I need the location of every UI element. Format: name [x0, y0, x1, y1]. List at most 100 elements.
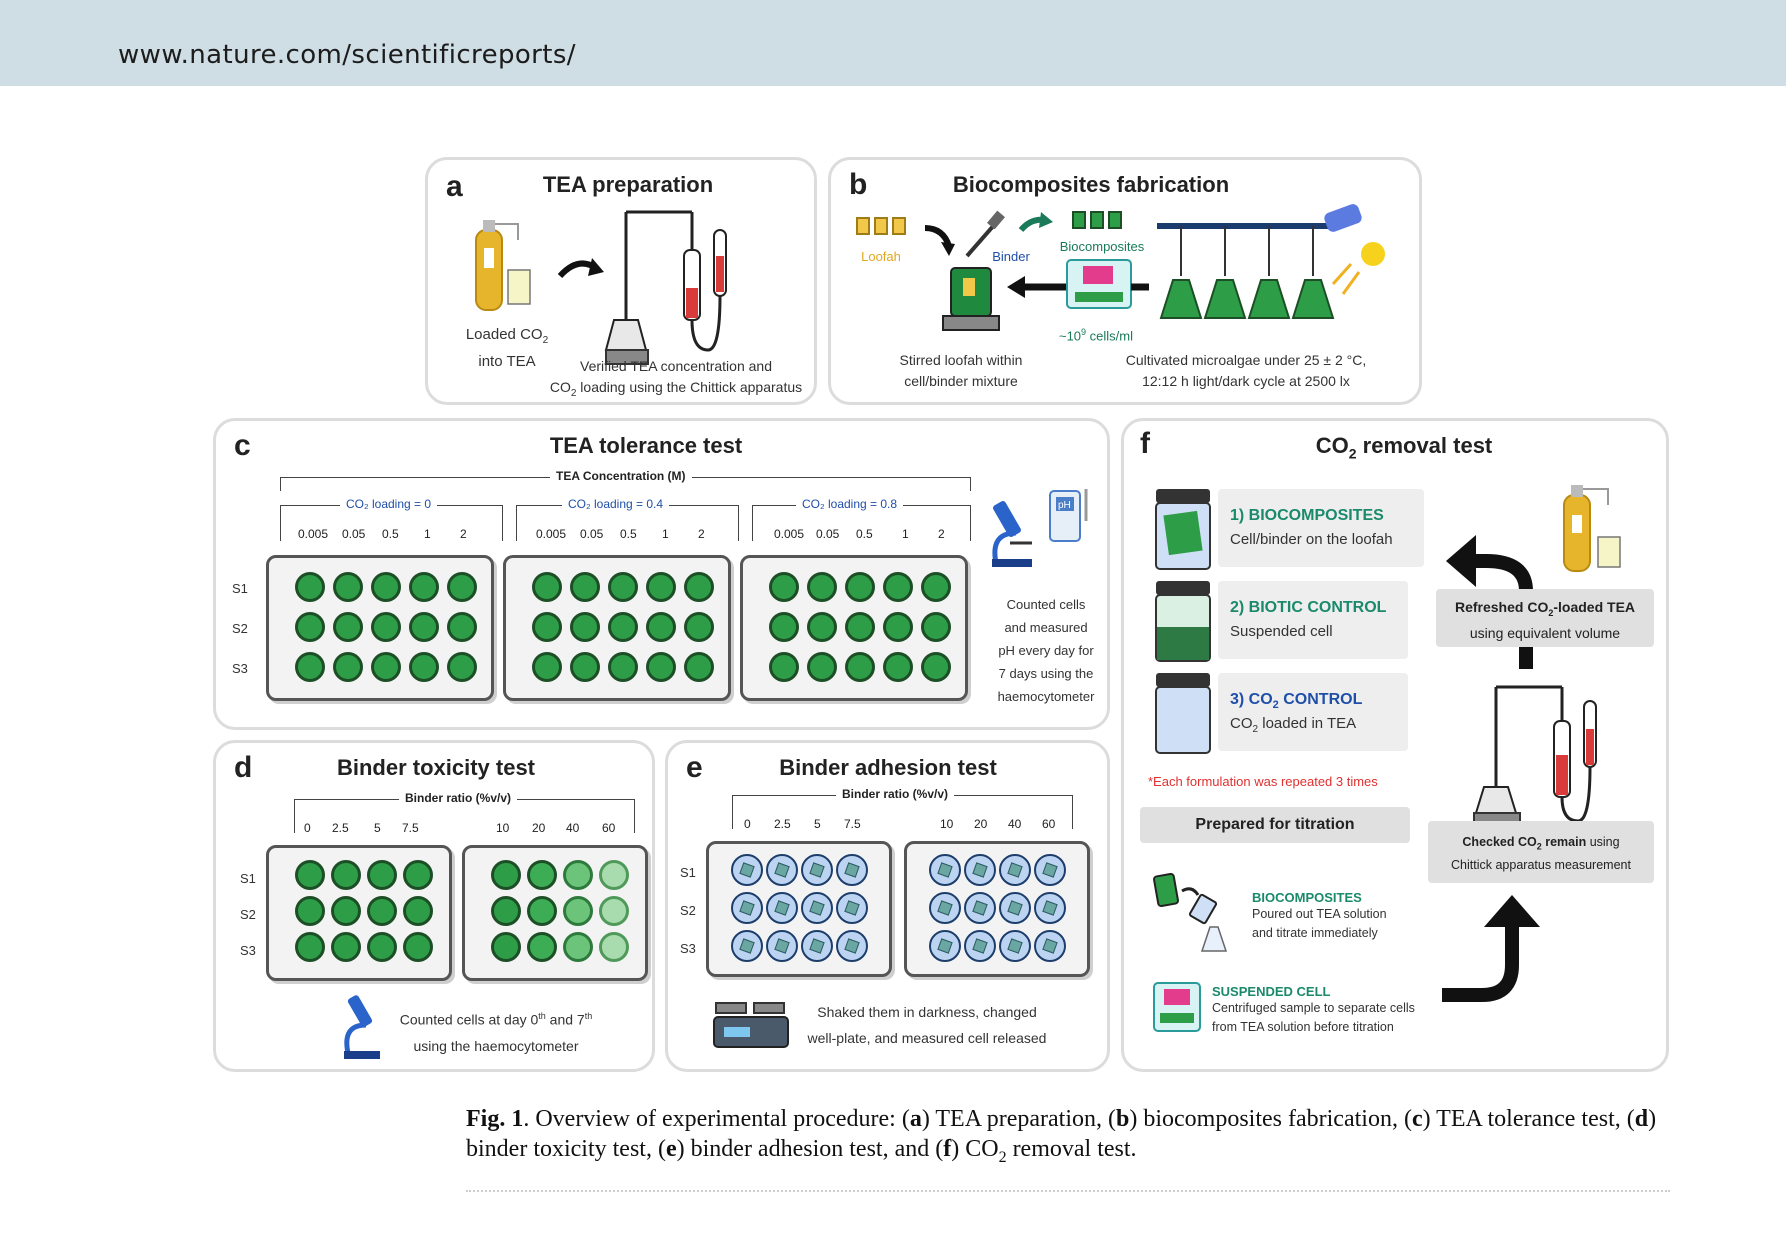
well	[295, 932, 325, 962]
gas-cylinder-icon	[475, 220, 519, 311]
well-plate	[462, 845, 648, 981]
well	[491, 896, 521, 926]
well	[883, 572, 913, 602]
panel-d-title: Binder toxicity test	[336, 755, 536, 780]
biotic-control-box: 2) BIOTIC CONTROL Suspended cell	[1218, 581, 1408, 659]
prepared-for-titration-label: Prepared for titration	[1140, 807, 1410, 843]
axis-tick	[970, 477, 971, 491]
well	[331, 860, 361, 890]
well	[333, 612, 363, 642]
tea-concentration-label: TEA Concentration (M)	[550, 469, 692, 483]
well	[921, 612, 951, 642]
well	[801, 854, 833, 886]
well	[295, 572, 325, 602]
well	[409, 572, 439, 602]
well	[999, 892, 1031, 924]
ratio-tick: 7.5	[402, 821, 419, 835]
well	[403, 896, 433, 926]
well-grid	[295, 572, 477, 682]
well	[801, 892, 833, 924]
row-label-s2: S2	[680, 903, 696, 918]
well	[295, 652, 325, 682]
well	[570, 612, 600, 642]
figure-number: Fig. 1	[466, 1106, 524, 1132]
loofah-label: Loofah	[861, 249, 901, 264]
well	[646, 612, 676, 642]
panel-b: b Biocomposites fabrication	[828, 157, 1422, 405]
well	[527, 932, 557, 962]
well	[646, 652, 676, 682]
well	[403, 932, 433, 962]
well	[532, 612, 562, 642]
well-plate	[266, 555, 494, 701]
row-label-s1: S1	[232, 581, 248, 596]
panel-d-letter: d	[234, 751, 253, 784]
well	[1034, 930, 1066, 962]
ratio-tick: 0	[304, 821, 311, 835]
concentration-tick: 2	[460, 527, 467, 541]
panel-e: e Binder adhesion test Binder ratio (%v/…	[665, 740, 1110, 1072]
well	[769, 652, 799, 682]
well	[563, 896, 593, 926]
concentration-tick: 0.005	[774, 527, 805, 541]
well	[801, 930, 833, 962]
axis-tick	[502, 505, 503, 541]
panel-c: c TEA tolerance test TEA Concentration (…	[213, 418, 1110, 730]
co2-loading-group-label: CO₂ loading = 0	[340, 497, 438, 511]
well	[409, 612, 439, 642]
panel-b-letter: b	[849, 168, 868, 201]
concentration-tick: 0.5	[382, 527, 399, 541]
well	[295, 612, 325, 642]
ratio-tick: 0	[744, 817, 751, 831]
centrifuge-icon	[1153, 982, 1201, 1032]
well	[845, 612, 875, 642]
well	[563, 932, 593, 962]
well	[929, 892, 961, 924]
well	[371, 652, 401, 682]
co2-control-box: 3) CO2 CONTROL CO2 loaded in TEA	[1218, 673, 1408, 751]
repeat-note: *Each formulation was repeated 3 times	[1148, 774, 1378, 789]
well	[331, 932, 361, 962]
well	[1034, 892, 1066, 924]
shaker-icon	[713, 1002, 789, 1048]
concentration-tick: 2	[938, 527, 945, 541]
well	[295, 896, 325, 926]
panel-b-title: Biocomposites fabrication	[952, 172, 1230, 197]
well-plate	[266, 845, 452, 981]
well	[929, 930, 961, 962]
axis-tick	[732, 795, 733, 829]
ratio-tick: 10	[496, 821, 510, 835]
concentration-tick: 2	[698, 527, 705, 541]
ratio-tick: 20	[532, 821, 546, 835]
well	[684, 572, 714, 602]
chittick-apparatus-icon	[1473, 685, 1597, 828]
well	[769, 612, 799, 642]
well-grid	[769, 572, 951, 682]
panel-e-title: Binder adhesion test	[779, 755, 997, 780]
ratio-tick: 10	[940, 817, 954, 831]
cultivated-label: Cultivated microalgae under 25 ± 2 °C,12…	[1125, 352, 1367, 389]
jar-biotic-control-icon	[1155, 581, 1211, 662]
well	[532, 572, 562, 602]
biotic-control-heading: 2) BIOTIC CONTROL	[1230, 599, 1387, 616]
panel-b-illustration	[856, 204, 1385, 331]
well	[836, 892, 868, 924]
well	[836, 930, 868, 962]
well	[295, 860, 325, 890]
well	[883, 612, 913, 642]
susp-method-heading: SUSPENDED CELL	[1212, 984, 1331, 999]
well	[807, 612, 837, 642]
pour-icon	[1153, 872, 1228, 952]
ratio-tick: 7.5	[844, 817, 861, 831]
panel-a-title: TEA preparation	[542, 172, 714, 197]
journal-url[interactable]: www.nature.com/scientificreports/	[118, 40, 576, 70]
well	[409, 652, 439, 682]
well	[331, 896, 361, 926]
axis-tick	[1072, 795, 1073, 829]
